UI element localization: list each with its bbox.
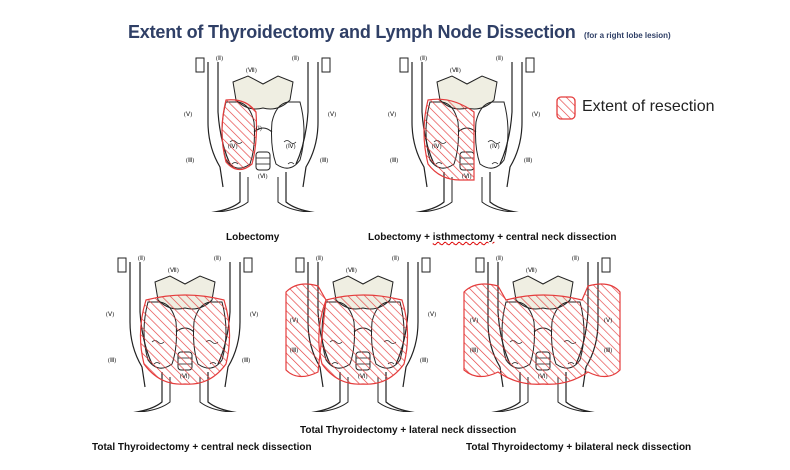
level-label-iii-left: (Ⅲ)	[470, 347, 478, 354]
level-label-ii-left: (Ⅱ)	[420, 55, 427, 62]
diagram-total-bilateral: (Ⅶ) (Ⅱ) (Ⅱ) (Ⅴ) (Ⅴ) (Ⅲ) (Ⅲ) (Ⅵ)	[458, 252, 628, 412]
level-label-ii-left: (Ⅱ)	[138, 255, 145, 262]
caption-lobectomy-isthmectomy: Lobectomy + isthmectomy + central neck d…	[368, 232, 616, 243]
diagram-lobectomy: (Ⅶ) (Ⅱ) (Ⅱ) (Ⅴ) (Ⅴ) (Ⅰ) (Ⅳ) (Ⅳ) (Ⅲ) (Ⅲ) …	[178, 52, 348, 212]
diagram-total-central: (Ⅶ) (Ⅱ) (Ⅱ) (Ⅴ) (Ⅴ) (Ⅲ) (Ⅲ) (Ⅵ)	[100, 252, 270, 412]
caption-suffix: + central neck dissection	[494, 232, 617, 243]
level-label-v-right: (Ⅴ)	[328, 111, 336, 118]
level-label-iv-right: (Ⅳ)	[490, 143, 500, 150]
level-label-vii: (Ⅶ)	[168, 267, 179, 274]
legend-swatch	[556, 96, 576, 120]
legend-label: Extent of resection	[582, 98, 715, 115]
level-label-iii-right: (Ⅲ)	[420, 357, 428, 364]
caption-lobectomy: Lobectomy	[226, 232, 280, 243]
level-label-iv-right: (Ⅳ)	[286, 143, 296, 150]
level-label-ii-right: (Ⅱ)	[214, 255, 221, 262]
level-label-iii-left: (Ⅲ)	[390, 157, 398, 164]
caption-total-bilateral: Total Thyroidectomy + bilateral neck dis…	[466, 442, 692, 453]
level-label-ii-left: (Ⅱ)	[216, 55, 223, 62]
level-label-ii-right: (Ⅱ)	[572, 255, 579, 262]
level-label-ii-left: (Ⅱ)	[316, 255, 323, 262]
caption-total-central: Total Thyroidectomy + central neck disse…	[92, 442, 312, 453]
caption-prefix: Lobectomy +	[368, 232, 433, 243]
level-label-vii: (Ⅶ)	[526, 267, 537, 274]
level-label-iv-left: (Ⅳ)	[432, 143, 442, 150]
level-label-vi: (Ⅵ)	[180, 373, 190, 380]
title-main: Extent of Thyroidectomy and Lymph Node D…	[128, 22, 576, 42]
level-label-iii-right: (Ⅲ)	[242, 357, 250, 364]
level-label-iii-left: (Ⅲ)	[186, 157, 194, 164]
diagram-total-lateral: (Ⅶ) (Ⅱ) (Ⅱ) (Ⅴ) (Ⅴ) (Ⅲ) (Ⅲ) (Ⅵ)	[278, 252, 448, 412]
level-label-v-right: (Ⅴ)	[250, 311, 258, 318]
level-label-i: (Ⅰ)	[256, 125, 262, 132]
level-label-v-left: (Ⅴ)	[290, 317, 298, 324]
level-label-vii: (Ⅶ)	[450, 67, 461, 74]
level-label-ii-right: (Ⅱ)	[392, 255, 399, 262]
level-label-ii-right: (Ⅱ)	[292, 55, 299, 62]
level-label-ii-right: (Ⅱ)	[496, 55, 503, 62]
diagram-lobectomy-isthmectomy: (Ⅶ) (Ⅱ) (Ⅱ) (Ⅴ) (Ⅴ) (Ⅳ) (Ⅳ) (Ⅲ) (Ⅲ) (Ⅵ)	[382, 52, 552, 212]
level-label-iii-left: (Ⅲ)	[290, 347, 298, 354]
caption-isthmectomy-word: isthmectomy	[432, 232, 495, 243]
level-label-v-left: (Ⅴ)	[470, 317, 478, 324]
level-label-vii: (Ⅶ)	[246, 67, 257, 74]
level-label-iii-left: (Ⅲ)	[108, 357, 116, 364]
level-label-v-left: (Ⅴ)	[184, 111, 192, 118]
level-label-iii-right: (Ⅲ)	[524, 157, 532, 164]
level-label-iv-left: (Ⅳ)	[228, 143, 238, 150]
caption-total-lateral: Total Thyroidectomy + lateral neck disse…	[300, 425, 517, 436]
level-label-v-left: (Ⅴ)	[388, 111, 396, 118]
level-label-iii-right: (Ⅲ)	[604, 347, 612, 354]
level-label-v-right: (Ⅴ)	[428, 311, 436, 318]
level-label-ii-left: (Ⅱ)	[496, 255, 503, 262]
level-label-v-right: (Ⅴ)	[604, 317, 612, 324]
level-label-vi: (Ⅵ)	[462, 173, 472, 180]
level-label-v-left: (Ⅴ)	[106, 311, 114, 318]
level-label-vi: (Ⅵ)	[358, 373, 368, 380]
level-label-v-right: (Ⅴ)	[532, 111, 540, 118]
level-label-vii: (Ⅶ)	[346, 267, 357, 274]
title-subtitle: (for a right lobe lesion)	[584, 31, 671, 40]
level-label-vi: (Ⅵ)	[538, 373, 548, 380]
figure-title: Extent of Thyroidectomy and Lymph Node D…	[128, 22, 671, 43]
level-label-iii-right: (Ⅲ)	[320, 157, 328, 164]
level-label-vi: (Ⅵ)	[258, 173, 268, 180]
